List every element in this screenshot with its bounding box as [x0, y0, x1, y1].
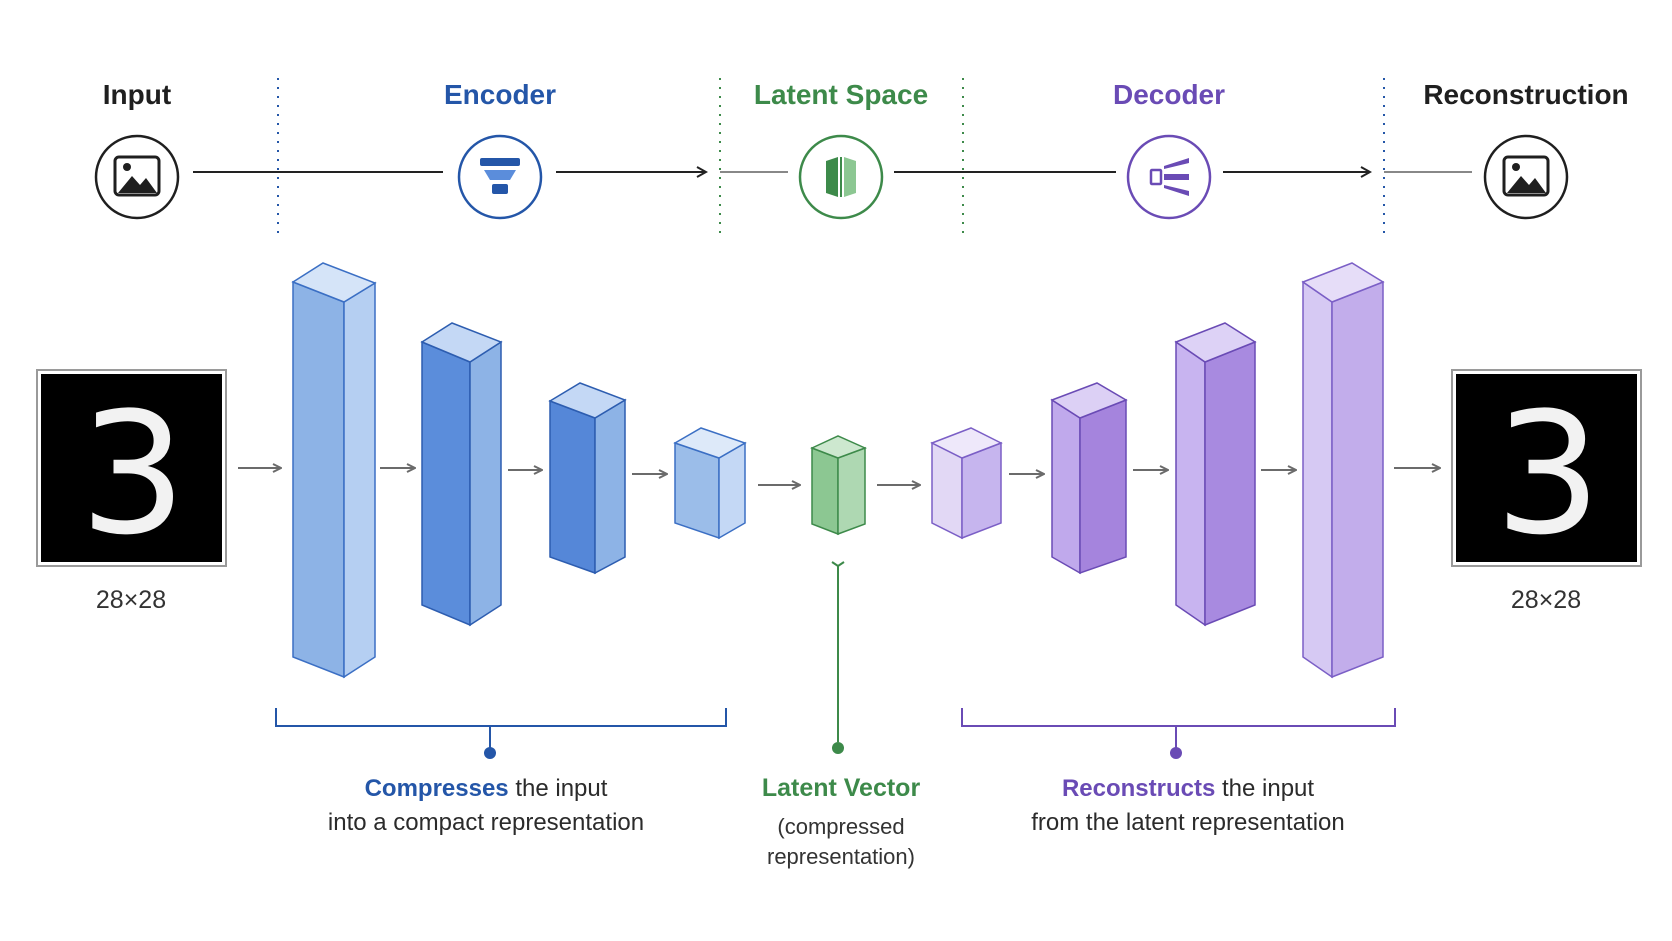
decoder-caption-rest: the input — [1215, 775, 1314, 802]
stage-label-reconstruction: Reconstruction — [1423, 79, 1628, 110]
stage-label-latent-space: Latent Space — [754, 79, 928, 110]
encoder-layer-3 — [548, 382, 627, 575]
output-size-label: 28×28 — [1511, 586, 1581, 614]
expand-icon — [1126, 134, 1212, 220]
encoder-caption-line2: into a compact representation — [328, 809, 644, 836]
stage-label-input: Input — [103, 79, 171, 110]
input-digit-image: 3 — [36, 369, 227, 572]
decoder-caption-line1: Reconstructs the input — [1062, 775, 1314, 802]
encoder-caption-line1: Compresses the input — [365, 775, 608, 802]
latent-caption-line2: representation) — [767, 844, 915, 869]
latent-caption-line1: (compressed — [777, 814, 904, 839]
decoder-caption-line2: from the latent representation — [1031, 809, 1345, 836]
encoder-caption-rest: the input — [509, 775, 608, 802]
stage-label-encoder: Encoder — [444, 79, 556, 110]
output-image-icon — [1483, 134, 1569, 220]
encoder-caption-highlight: Compresses — [365, 775, 509, 802]
decoder-layer-1 — [930, 427, 1003, 540]
decoder-layer-2 — [1050, 382, 1128, 575]
output-digit: 3 — [1495, 376, 1602, 572]
input-digit: 3 — [80, 376, 187, 572]
latent-caption-title: Latent Vector — [762, 774, 921, 802]
encoder-layer-4 — [673, 427, 747, 540]
latent-block-icon — [798, 134, 884, 220]
decoder-layer-3 — [1174, 322, 1257, 627]
decoder-bracket — [961, 708, 1396, 759]
decoder-caption-highlight: Reconstructs — [1062, 775, 1215, 802]
funnel-icon — [457, 134, 543, 220]
stage-label-decoder: Decoder — [1113, 79, 1225, 110]
encoder-bracket — [275, 708, 727, 759]
input-size-label: 28×28 — [96, 586, 166, 614]
input-image-icon — [94, 134, 180, 220]
encoder-layer-1 — [291, 262, 377, 679]
latent-vector-block — [810, 435, 867, 536]
layer-flow-arrows — [238, 468, 1440, 485]
encoder-layer-2 — [420, 322, 503, 627]
output-digit-image: 3 — [1451, 369, 1642, 572]
decoder-layer-4 — [1301, 262, 1385, 679]
latent-connector — [831, 561, 845, 754]
